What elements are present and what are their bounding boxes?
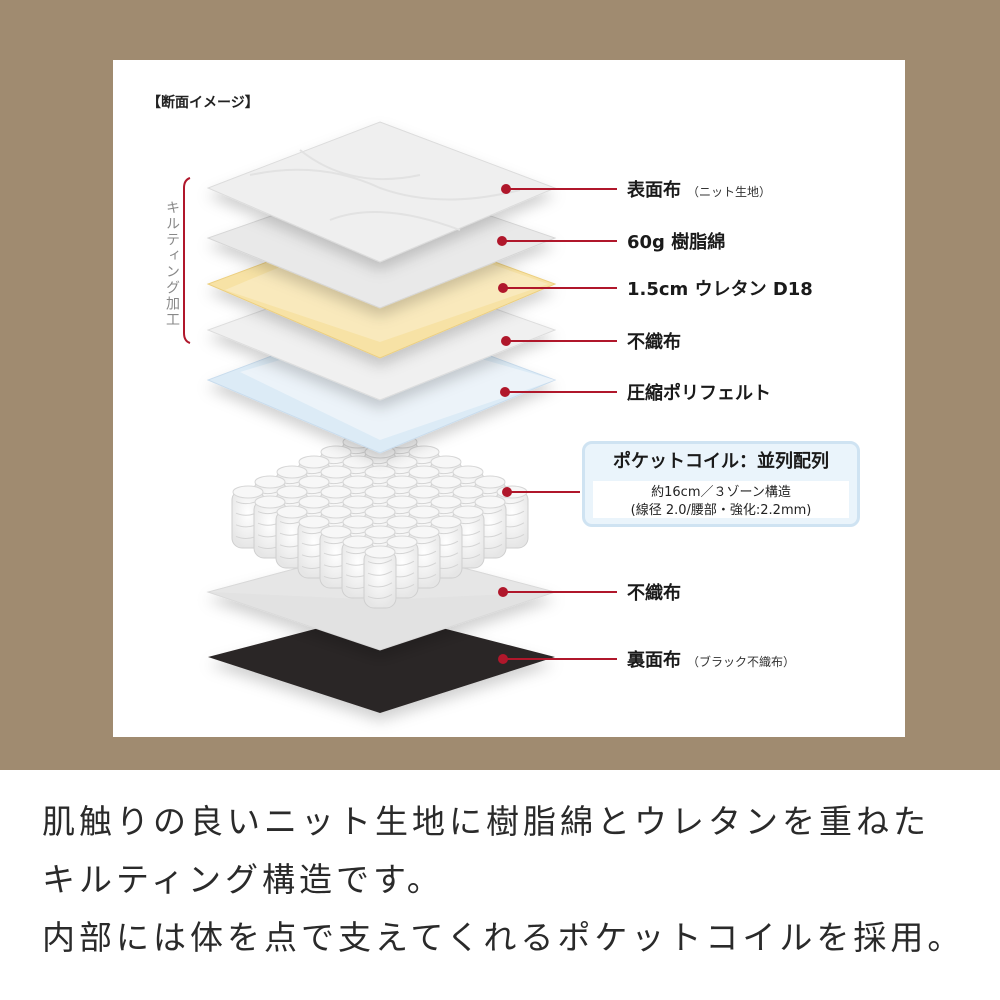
label-poly-felt: 圧縮ポリフェルト: [627, 379, 771, 405]
caption-line-3: 内部には体を点で支えてくれるポケットコイルを採用。: [42, 918, 965, 957]
label-urethane-text: 1.5cm ウレタン D18: [627, 279, 813, 300]
caption-line-2: キルティング構造です。: [42, 860, 444, 899]
layer-bottom-nonwoven-shade: [208, 592, 555, 650]
label-resin-cotton-text: 60g 樹脂綿: [627, 232, 726, 253]
leader-dots: [497, 184, 512, 664]
pocket-coils: [231, 425, 529, 609]
label-back-fabric: 裏面布 （ブラック不織布）: [627, 646, 795, 672]
layer-back-fabric: [208, 612, 555, 713]
label-urethane: 1.5cm ウレタン D18: [627, 275, 813, 301]
label-surface-fabric: 表面布 （ニット生地）: [627, 176, 771, 202]
label-back-fabric-note: （ブラック不織布）: [687, 655, 796, 669]
label-nonwoven: 不織布: [627, 328, 681, 354]
pocket-coil-details: 約16cm／３ゾーン構造 (線径 2.0/腰部・強化:2.2mm): [593, 481, 849, 518]
pocket-coil-info-box: ポケットコイル：並列配列 約16cm／３ゾーン構造 (線径 2.0/腰部・強化:…: [582, 441, 860, 527]
caption-line-1: 肌触りの良いニット生地に樹脂綿とウレタンを重ねた: [42, 802, 930, 841]
label-bottom-nonwoven: 不織布: [627, 579, 681, 605]
caption-area: 肌触りの良いニット生地に樹脂綿とウレタンを重ねた キルティング構造です。 内部に…: [0, 770, 1000, 1000]
label-bottom-nonwoven-text: 不織布: [627, 583, 681, 604]
quilting-label: キルティング加工: [164, 200, 180, 328]
pocket-coil-heading: ポケットコイル：並列配列: [613, 451, 829, 472]
pocket-coil-detail-1: 約16cm／３ゾーン構造: [651, 485, 791, 500]
layer-surface-fabric: [206, 121, 557, 263]
pocket-coil-detail-2: (線径 2.0/腰部・強化:2.2mm): [630, 503, 812, 518]
label-surface-fabric-text: 表面布: [627, 180, 681, 201]
pocket-coil: [363, 545, 397, 609]
label-nonwoven-text: 不織布: [627, 332, 681, 353]
knit-texture: [249, 149, 521, 231]
leader-lines: [502, 188, 617, 660]
quilting-bracket: [183, 177, 191, 344]
label-surface-fabric-note: （ニット生地）: [687, 185, 772, 199]
label-back-fabric-text: 裏面布: [627, 650, 681, 671]
section-title: 【断面イメージ】: [147, 95, 259, 111]
label-resin-cotton: 60g 樹脂綿: [627, 228, 725, 254]
label-poly-felt-text: 圧縮ポリフェルト: [627, 383, 771, 404]
